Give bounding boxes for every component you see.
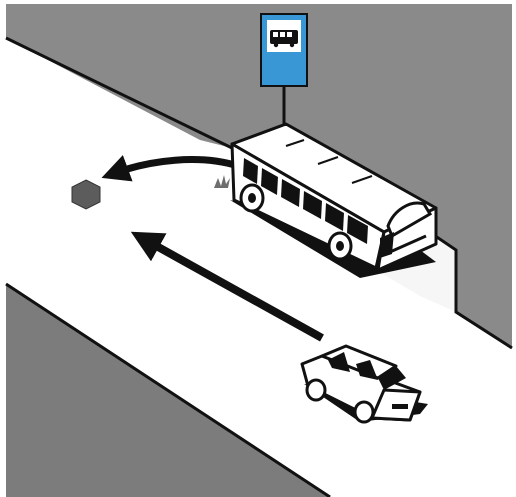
hexagon-marker	[72, 180, 100, 209]
car-plate	[392, 404, 408, 409]
bus-hub	[336, 241, 344, 251]
bus-hub	[248, 193, 256, 203]
car-wheel-rear	[307, 380, 325, 400]
car-wheel-front	[355, 402, 373, 422]
